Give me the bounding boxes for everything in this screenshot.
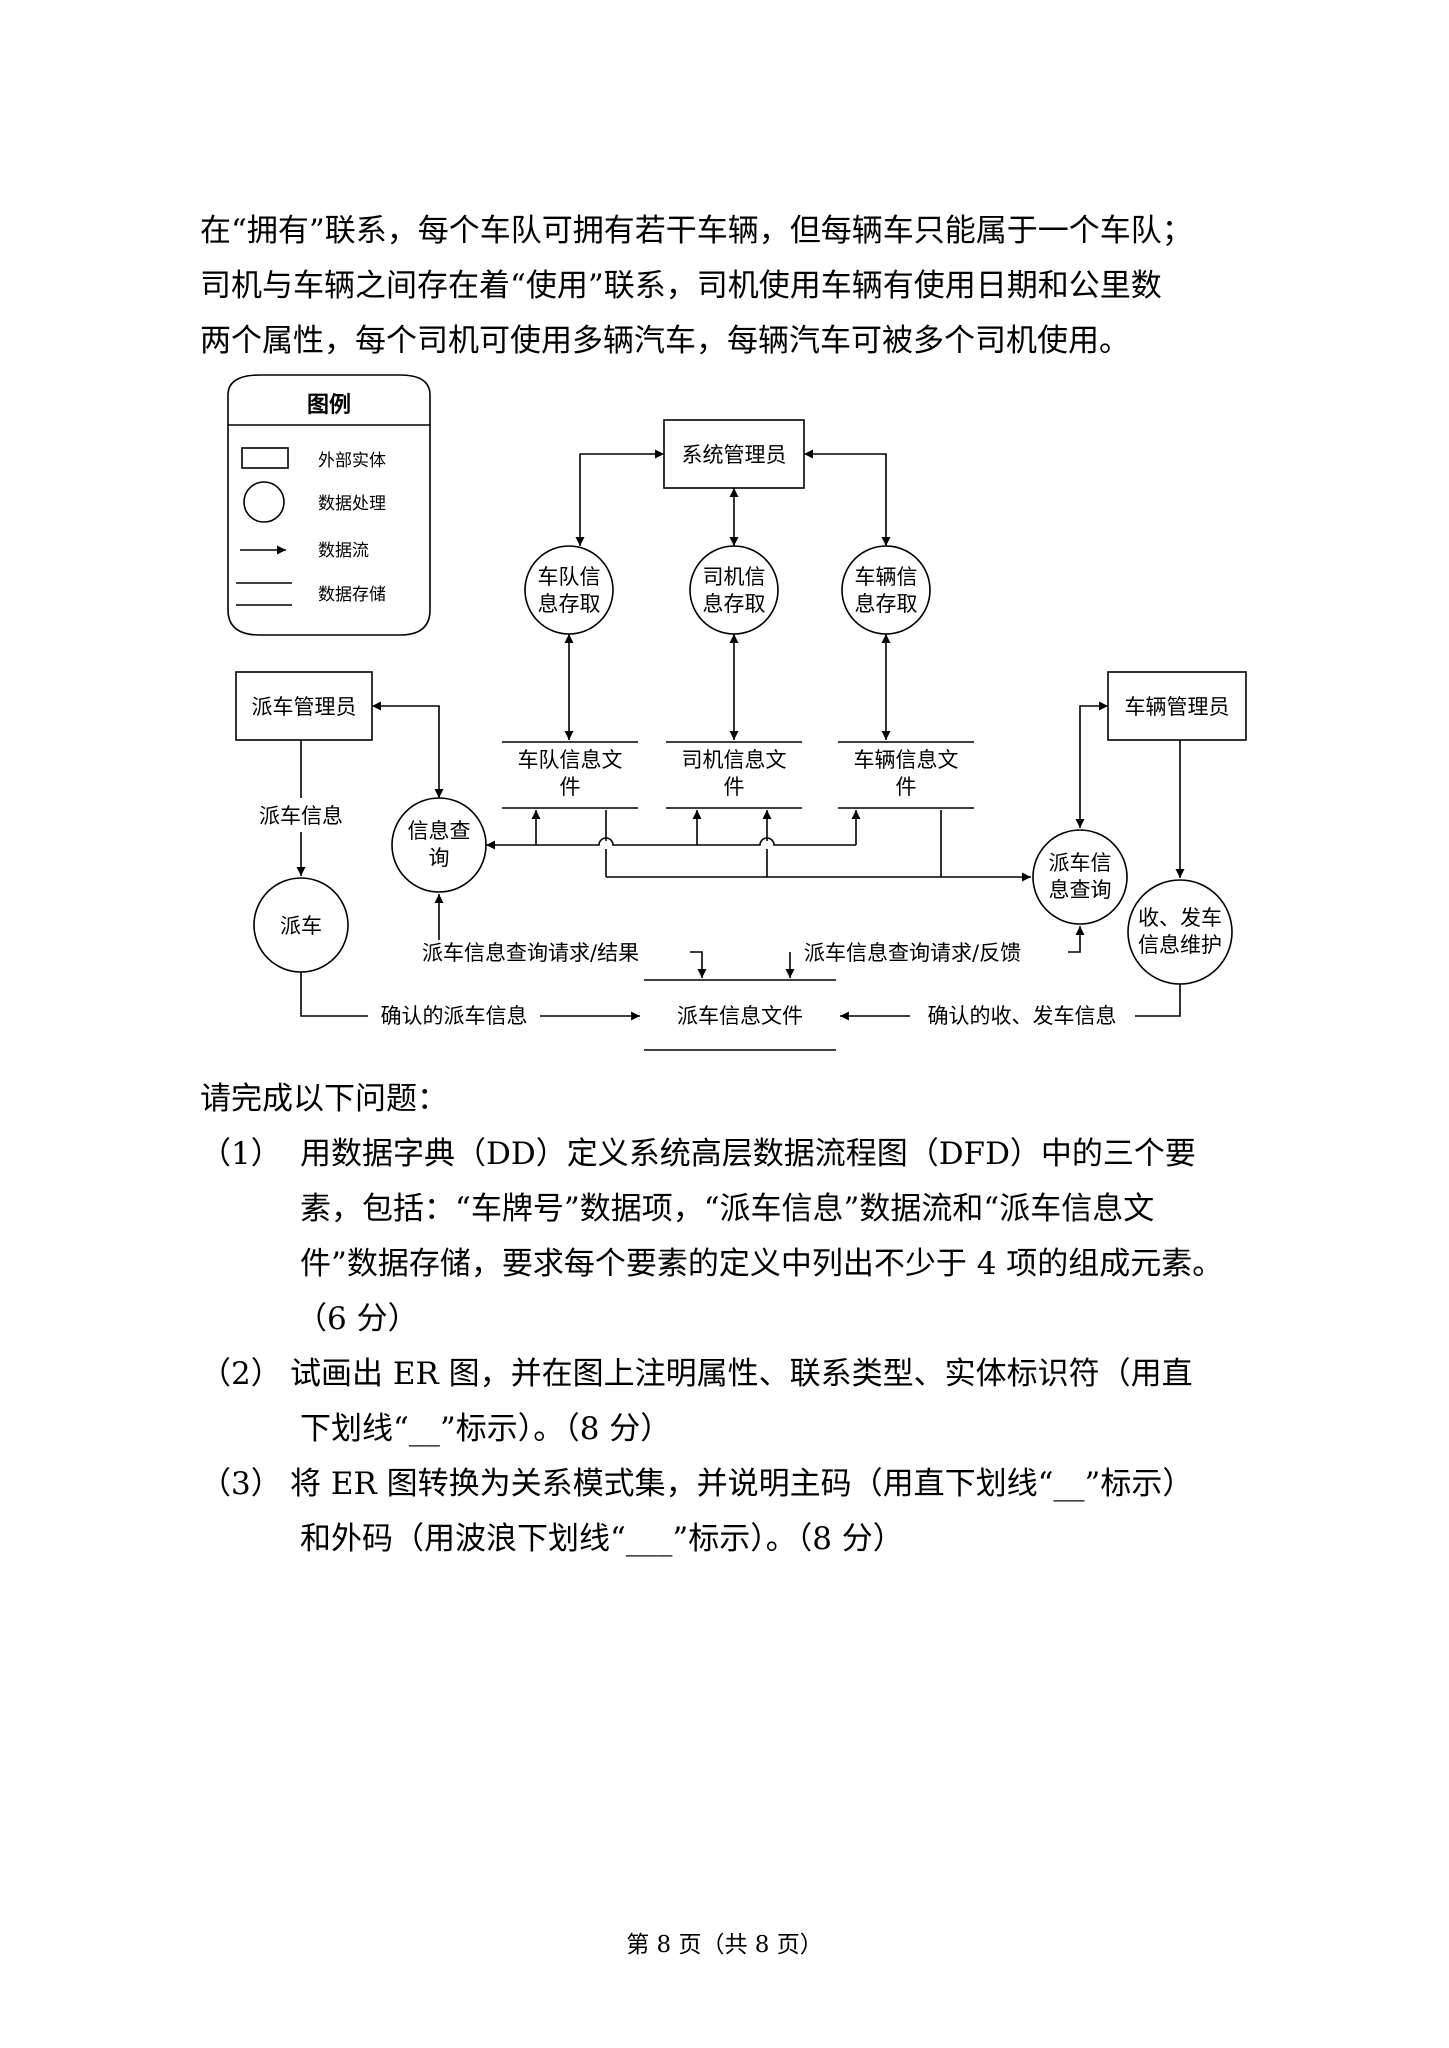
team-access-label-1: 车队信 bbox=[538, 565, 601, 589]
info-query-label-1: 信息查 bbox=[408, 819, 471, 843]
flow-dispatch-info: 派车信息 bbox=[259, 804, 343, 828]
legend-entity-symbol bbox=[241, 447, 289, 469]
driver-file-label-1: 司机信息文 bbox=[682, 748, 787, 772]
process-send-receive-maint bbox=[1127, 879, 1233, 985]
vehicle-file-label-2: 件 bbox=[896, 775, 917, 799]
process-info-query bbox=[391, 797, 487, 893]
q1-line-4: （6 分） bbox=[296, 1301, 419, 1337]
q1-line-3: 件”数据存储，要求每个要素的定义中列出不少于 4 项的组成元素。 bbox=[300, 1246, 1224, 1282]
q1-number: （1） bbox=[200, 1136, 282, 1172]
legend-data-flow: 数据流 bbox=[318, 541, 369, 561]
flow-confirmed-dispatch: 确认的派车信息 bbox=[381, 1004, 528, 1028]
dispatch-label: 派车 bbox=[280, 914, 322, 938]
driver-access-label-1: 司机信 bbox=[703, 565, 766, 589]
intro-line-2: 司机与车辆之间存在着“使用”联系，司机使用车辆有使用日期和公里数 bbox=[200, 268, 1162, 304]
vehicle-admin-label: 车辆管理员 bbox=[1125, 695, 1230, 719]
legend-external-entity: 外部实体 bbox=[318, 451, 386, 471]
q3-line-2: 和外码（用波浪下划线“___”标示）。（8 分） bbox=[300, 1521, 904, 1557]
questions-prompt: 请完成以下问题： bbox=[200, 1081, 448, 1117]
dispatch-query-label-1: 派车信 bbox=[1049, 851, 1112, 875]
vehicle-access-label-2: 息存取 bbox=[855, 592, 918, 616]
team-access-label-2: 息存取 bbox=[538, 592, 601, 616]
q3-line-1: 将 ER 图转换为关系模式集，并说明主码（用直下划线“__”标示） bbox=[290, 1466, 1194, 1502]
process-dispatch-query bbox=[1032, 829, 1128, 925]
page-footer: 第 8 页（共 8 页） bbox=[626, 1932, 823, 1958]
dispatch-file-label: 派车信息文件 bbox=[677, 1004, 803, 1028]
process-driver-access bbox=[689, 545, 779, 635]
legend-process-symbol bbox=[243, 481, 285, 523]
intro-line-3: 两个属性，每个司机可使用多辆汽车，每辆汽车可被多个司机使用。 bbox=[200, 323, 1130, 359]
vehicle-file-label-1: 车辆信息文 bbox=[854, 748, 959, 772]
legend-box bbox=[227, 374, 431, 636]
q3-number: （3） bbox=[200, 1466, 282, 1502]
dispatch-query-label-2: 息查询 bbox=[1049, 878, 1112, 902]
flow-query-request-result: 派车信息查询请求/结果 bbox=[422, 941, 639, 965]
team-file-label-1: 车队信息文 bbox=[518, 748, 623, 772]
process-vehicle-access bbox=[841, 545, 931, 635]
q2-line-1: 试画出 ER 图，并在图上注明属性、联系类型、实体标识符（用直 bbox=[290, 1356, 1193, 1392]
q2-number: （2） bbox=[200, 1356, 282, 1392]
vehicle-access-label-1: 车辆信 bbox=[855, 565, 918, 589]
flow-confirmed-send-receive: 确认的收、发车信息 bbox=[928, 1004, 1117, 1028]
q2-line-2: 下划线“__”标示）。（8 分） bbox=[300, 1411, 672, 1447]
send-receive-label-2: 信息维护 bbox=[1138, 933, 1222, 957]
driver-file-label-2: 件 bbox=[724, 775, 745, 799]
legend-process: 数据处理 bbox=[318, 494, 386, 514]
process-team-access bbox=[524, 545, 614, 635]
legend-title: 图例 bbox=[307, 393, 351, 418]
driver-access-label-2: 息存取 bbox=[703, 592, 766, 616]
legend-data-store: 数据存储 bbox=[318, 585, 386, 605]
flow-query-request-feedback: 派车信息查询请求/反馈 bbox=[804, 941, 1021, 965]
info-query-label-2: 询 bbox=[429, 846, 450, 870]
team-file-label-2: 件 bbox=[560, 775, 581, 799]
q1-line-1: 用数据字典（DD）定义系统高层数据流程图（DFD）中的三个要 bbox=[300, 1136, 1196, 1172]
send-receive-label-1: 收、发车 bbox=[1138, 906, 1222, 930]
q1-line-2: 素，包括：“车牌号”数据项，“派车信息”数据流和“派车信息文 bbox=[300, 1191, 1155, 1227]
data-flow-diagram: 图例 外部实体 数据处理 数据流 数据存储 系统管理员 派车管理员 车辆管理员 … bbox=[227, 374, 1247, 1051]
intro-paragraph: 在“拥有”联系，每个车队可拥有若干车辆，但每辆车只能属于一个车队； 司机与车辆之… bbox=[200, 204, 1260, 369]
dispatch-admin-label: 派车管理员 bbox=[252, 695, 357, 719]
system-admin-label: 系统管理员 bbox=[682, 443, 787, 467]
intro-line-1: 在“拥有”联系，每个车队可拥有若干车辆，但每辆车只能属于一个车队； bbox=[200, 213, 1193, 249]
